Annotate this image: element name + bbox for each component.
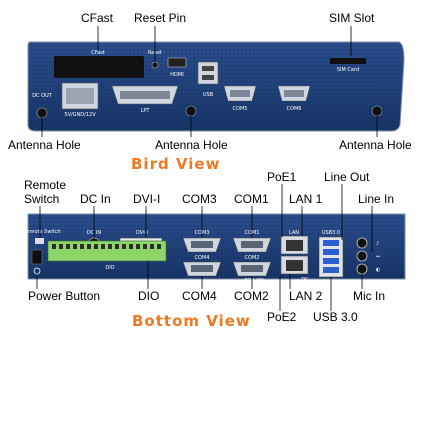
panel-lan-text: LAN [289,230,299,236]
reset-pin-hole [151,61,159,69]
dio-label: DIO [138,289,160,303]
com1-label: COM1 [234,192,269,206]
dc-in-label: DC In [80,192,111,206]
poe1-label: PoE1 [267,170,297,184]
dio-pin [87,244,91,249]
bird-view-leader-lines [41,26,378,137]
panel-com5-text: COM5 [233,106,248,112]
dio-pin [59,244,63,249]
antenna-hole-right [371,105,383,117]
hdmi-port [167,57,187,68]
line-out-jack [356,237,368,249]
usb-port-bird [197,61,219,85]
remote-switch-connector [35,238,44,244]
dvi-i-label: DVI-I [133,192,161,206]
panel-usb30-text: USB3.0 [322,230,340,236]
antenna-hole-mid [185,105,197,117]
dio-terminal-block [47,240,167,262]
dio-pin [115,244,119,249]
mic-icon: ◐ [376,267,380,273]
com2-label: COM2 [234,289,269,303]
headphone-icon: ♪ [376,241,379,247]
com3-label: COM3 [182,192,217,206]
bird-view-panel: CFast Reset HDMI USB SIM Card DC OUT 5V/… [27,41,405,132]
poe2-label: PoE2 [267,310,297,324]
dio-pin [73,244,77,249]
panel-dc-out-spec-text: 5V/GND/12V [64,112,96,118]
panel-hdmi-text: HDMI [170,72,183,78]
line-in-jack [356,250,368,262]
lan1-label: LAN 1 [289,192,323,206]
line-in-label: Line In [358,192,395,206]
cfast-slot [54,56,144,78]
panel-dio-text: DIO [105,265,114,271]
mic-in-label: Mic In [353,289,386,303]
com4-label: COM4 [182,289,217,303]
panel-sim-text: SIM Card [337,67,359,73]
remote-switch-label-line2: Switch [24,192,60,206]
panel-com4-text: COM4 [195,255,210,261]
panel-dc-out-text: DC OUT [32,93,53,99]
usb30-label: USB 3.0 [313,310,358,324]
antenna-hole-left [36,107,48,119]
dio-pin [157,244,161,249]
dio-pin [108,244,112,249]
power-icon [33,267,41,275]
cfast-label: CFast [81,11,114,25]
dio-pin [94,244,98,249]
bottom-view-leader-lines [36,184,373,311]
sim-card-slot [330,58,366,64]
panel-remote-switch-text: Remote Switch [23,229,60,235]
mic-in-jack [356,263,368,275]
power-button[interactable] [31,249,43,265]
panel-com6-text: COM6 [287,106,302,112]
panel-cfast-text: CFast [91,50,105,56]
bottom-view-title: Bottom View [132,312,251,330]
sim-slot-label: SIM Slot [329,11,375,25]
dio-pin [52,244,56,249]
dio-pin [129,244,133,249]
dio-pin [122,244,126,249]
panel-lpt-text: LPT [141,108,151,114]
dio-pin [136,244,140,249]
dio-pin [150,244,154,249]
dio-pin [143,244,147,249]
dio-pin [66,244,70,249]
antenna-hole-left-label: Antenna Hole [8,138,81,152]
usb30-stack [318,236,344,278]
line-in-icon: ↔ [376,254,380,260]
panel-dvi-text: DVI-I [136,230,148,236]
panel-usb-text: USB [203,92,214,98]
line-out-label: Line Out [324,170,370,184]
antenna-hole-mid-label: Antenna Hole [155,138,228,152]
panel-com2-text: COM2 [245,255,260,261]
dio-pin [101,244,105,249]
reset-pin-label: Reset Pin [134,11,187,25]
bottom-view-panel: Remote Switch DC IN DVI-I DIO COM3 COM1 … [23,213,406,284]
panel-poe-on-text: POE ON [244,278,264,284]
lan2-label: LAN 2 [289,289,323,303]
bird-view-title: Bird View [131,155,221,173]
panel-dc-text: DC [301,277,309,283]
dio-pin [80,244,84,249]
dio-pins [52,244,161,249]
power-button-label: Power Button [28,289,101,303]
remote-switch-label-line1: Remote [24,178,67,192]
antenna-hole-right-label: Antenna Hole [339,138,412,152]
